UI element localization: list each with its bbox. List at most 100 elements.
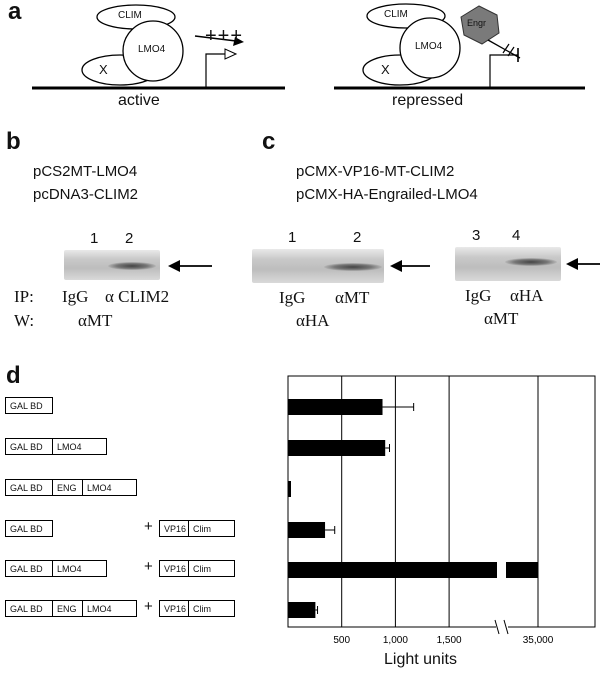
chart-xlabel: Light units	[384, 651, 457, 668]
panel-c-right-ip-igg: IgG	[465, 286, 492, 305]
active-lmo4-circle	[122, 20, 184, 82]
active-caption: active	[118, 92, 160, 109]
active-output-label: +++	[205, 25, 244, 47]
construct-segment: ENG	[52, 601, 82, 616]
panel-b-arrow	[168, 260, 212, 272]
repressed-caption: repressed	[392, 92, 464, 109]
plus-sign: +	[144, 598, 153, 615]
construct-segment: GAL BD	[10, 564, 43, 574]
construct-segment: VP16	[164, 524, 187, 534]
panel-a-schematic	[32, 3, 585, 90]
chart-frame	[287, 375, 596, 628]
repressed-x-label: X	[381, 62, 390, 77]
construct-segment: GAL BD	[10, 483, 43, 493]
bar	[288, 562, 498, 578]
bar	[288, 522, 326, 538]
panel-b-w-value: αMT	[78, 311, 113, 330]
plus-sign: +	[144, 518, 153, 535]
bar	[288, 602, 316, 618]
bar	[288, 399, 383, 415]
construct-row-4: GAL BD	[5, 520, 53, 537]
x-tick-label: 1,500	[437, 635, 462, 646]
panel-b-blot	[64, 250, 160, 280]
construct-segment: LMO4	[82, 601, 136, 616]
panel-a-letter: a	[8, 0, 22, 25]
active-clim-label: CLIM	[118, 10, 142, 21]
active-promoter-arrowhead	[224, 48, 238, 60]
x-tick-label: 1,000	[383, 635, 408, 646]
panel-b-construct-2: pcDNA3-CLIM2	[33, 186, 139, 203]
panel-c-right-ip-ha: αHA	[510, 286, 544, 305]
x-tick-label: 35,000	[523, 635, 554, 646]
construct-row-5: GAL BD LMO4	[5, 560, 107, 577]
panel-c-construct-2: pCMX-HA-Engrailed-LMO4	[296, 186, 478, 203]
panel-b-lane-2: 2	[125, 230, 134, 247]
panel-b-ip-label: IP:	[14, 287, 34, 306]
bar	[288, 481, 291, 497]
construct-segment: GAL BD	[10, 401, 43, 411]
panel-b-construct-1: pCS2MT-LMO4	[33, 163, 138, 180]
construct-segment: LMO4	[82, 480, 136, 495]
luciferase-chart: 500 1,000 1,500 35,000	[287, 375, 596, 646]
construct-segment: Clim	[188, 521, 234, 536]
repressed-lmo4-label: LMO4	[415, 41, 443, 52]
panel-c-left-ip-mt: αMT	[335, 288, 370, 307]
panel-c-right-blot	[455, 247, 561, 281]
construct-segment: LMO4	[52, 561, 106, 576]
panel-c-left-w-value: αHA	[296, 311, 330, 330]
panel-c-lane-4: 4	[512, 227, 521, 244]
panel-c-lane-3: 3	[472, 227, 481, 244]
repressed-lmo4-circle	[399, 17, 461, 79]
plus-sign: +	[144, 558, 153, 575]
panel-b-band-lane-2	[108, 262, 156, 270]
active-arrowhead	[233, 37, 244, 46]
panel-c-band-lane-4	[505, 258, 557, 266]
axis-break-mark	[503, 619, 509, 635]
panel-c-construct-1: pCMX-VP16-MT-CLIM2	[296, 163, 455, 180]
axis-break-mark	[494, 619, 500, 635]
construct-row-1: GAL BD	[5, 397, 53, 414]
panel-c-left-ip-igg: IgG	[279, 288, 306, 307]
panel-c-letter: c	[262, 128, 276, 155]
active-x-label: X	[99, 62, 108, 77]
construct-segment: GAL BD	[10, 442, 43, 452]
panel-c-right-w-value: αMT	[484, 309, 519, 328]
panel-d-letter: d	[6, 362, 21, 389]
construct-segment: LMO4	[52, 439, 106, 454]
active-promoter-arrow	[205, 53, 226, 88]
construct-segment: GAL BD	[10, 604, 43, 614]
panel-c-band-lane-2	[324, 263, 382, 271]
construct-segment: Clim	[188, 561, 234, 576]
repressed-promoter	[489, 54, 518, 88]
panel-c-lane-2: 2	[353, 229, 362, 246]
active-arrow	[194, 35, 237, 42]
bar	[288, 440, 386, 456]
panel-b-ip-clim2: α CLIM2	[105, 287, 170, 306]
repressed-clim-label: CLIM	[384, 9, 408, 20]
construct-segment: Clim	[188, 601, 234, 616]
panel-c-left-blot	[252, 249, 384, 283]
construct-row-2: GAL BD LMO4	[5, 438, 107, 455]
bar-after-break	[506, 562, 538, 578]
panel-b-lane-1: 1	[90, 230, 99, 247]
engr-hexagon	[460, 5, 500, 45]
construct-segment: VP16	[164, 564, 187, 574]
construct-segment: GAL BD	[10, 524, 43, 534]
panel-b-w-label: W:	[14, 311, 35, 330]
x-tick-label: 500	[333, 635, 350, 646]
panel-b-letter: b	[6, 128, 21, 155]
panel-c-lane-1: 1	[288, 229, 297, 246]
panel-c-right-arrow	[566, 258, 600, 270]
panel-c-left-arrow	[390, 260, 430, 272]
engr-label: Engr	[467, 18, 487, 28]
panel-b-ip-igg: IgG	[62, 287, 89, 306]
construct-segment: VP16	[164, 604, 187, 614]
break-mark-1	[502, 43, 510, 54]
construct-segment: ENG	[52, 480, 82, 495]
active-lmo4-label: LMO4	[138, 44, 166, 55]
